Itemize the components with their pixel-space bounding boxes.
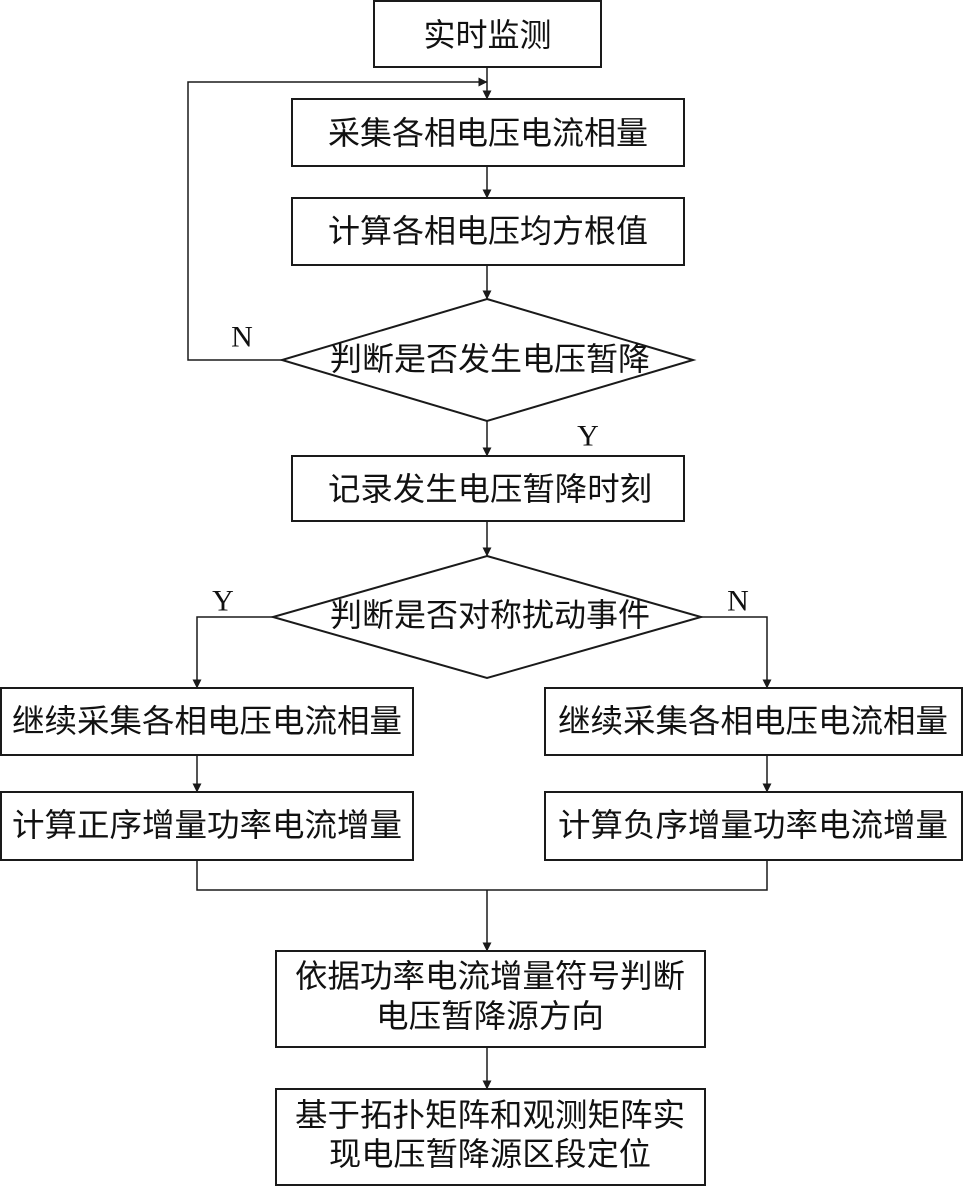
node-direction-box (275, 950, 706, 1048)
node-monitor-box (373, 0, 602, 68)
decision-symmetric: 判断是否对称扰动事件 (269, 554, 705, 680)
node-record-label: 记录发生电压暂降时刻 (328, 470, 652, 508)
branch-label-symmetric-yes: Y (212, 585, 234, 618)
node-direction-label-line1: 依据功率电流增量符号判断 (295, 957, 685, 995)
node-direction: 依据功率电流增量符号判断 电压暂降源方向 (275, 950, 706, 1048)
node-right-compute-label: 计算负序增量功率电流增量 (558, 806, 948, 844)
branch-label-sag-no: N (231, 321, 253, 354)
node-right-compute: 计算负序增量功率电流增量 (544, 791, 963, 861)
branch-labels: N Y Y N (212, 321, 749, 618)
branch-label-sag-yes: Y (577, 420, 599, 453)
node-collect-label: 采集各相电压电流相量 (328, 114, 648, 152)
node-left-collect: 继续采集各相电压电流相量 (0, 687, 414, 756)
node-collect: 采集各相电压电流相量 (291, 98, 685, 167)
node-record: 记录发生电压暂降时刻 (291, 455, 685, 522)
branch-label-symmetric-no: N (727, 585, 749, 618)
node-locate-label-line1: 基于拓扑矩阵和观测矩阵实 (295, 1096, 685, 1134)
node-record-box (291, 455, 685, 522)
node-locate-label-line2: 现电压暂降源区段定位 (329, 1135, 651, 1173)
node-right-collect-box (544, 687, 963, 756)
node-left-compute-label: 计算正序增量功率电流增量 (12, 806, 402, 844)
node-locate-box (275, 1088, 706, 1186)
node-monitor-label: 实时监测 (424, 16, 552, 54)
decision-voltage-sag-diamond (278, 297, 697, 423)
node-direction-label-line2: 电压暂降源方向 (376, 997, 604, 1035)
node-right-compute-box (544, 791, 963, 861)
decision-voltage-sag: 判断是否发生电压暂降 (278, 297, 697, 423)
node-left-compute: 计算正序增量功率电流增量 (0, 791, 414, 861)
node-right-collect: 继续采集各相电压电流相量 (544, 687, 963, 756)
arrow-symmetric-no-branch (701, 616, 772, 689)
connectors (187, 67, 772, 1090)
node-rms-label: 计算各相电压均方根值 (328, 212, 648, 250)
node-locate: 基于拓扑矩阵和观测矩阵实 现电压暂降源区段定位 (275, 1088, 706, 1186)
arrow-symmetric-yes-branch (192, 616, 273, 689)
node-rms: 计算各相电压均方根值 (291, 197, 685, 266)
decision-symmetric-diamond (269, 554, 705, 680)
node-left-collect-label: 继续采集各相电压电流相量 (12, 702, 402, 740)
node-right-collect-label: 继续采集各相电压电流相量 (558, 702, 948, 740)
node-rms-box (291, 197, 685, 266)
node-left-collect-box (0, 687, 414, 756)
node-left-compute-box (0, 791, 414, 861)
node-collect-box (291, 98, 685, 167)
decision-symmetric-label: 判断是否对称扰动事件 (330, 596, 650, 634)
decision-voltage-sag-label: 判断是否发生电压暂降 (330, 340, 650, 378)
node-monitor: 实时监测 (373, 0, 602, 68)
loop-back-arrow-no-sag (187, 77, 488, 361)
merge-line (196, 860, 768, 891)
